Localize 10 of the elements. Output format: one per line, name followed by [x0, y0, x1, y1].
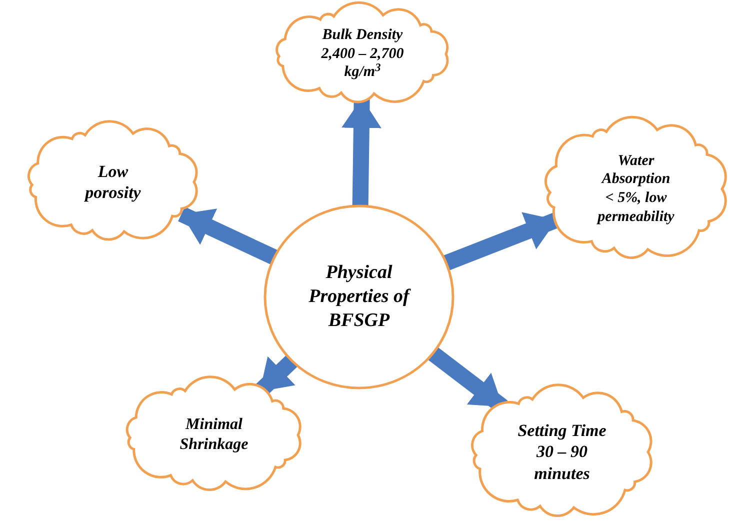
node-label: Setting Time 30 – 90 minutes — [516, 420, 608, 484]
node-label: Minimal Shrinkage — [178, 415, 250, 455]
block-arrow — [341, 98, 382, 206]
node-label: Bulk Density 2,400 – 2,700 kg/m$^{3}$ — [320, 26, 405, 82]
block-arrow — [178, 206, 278, 265]
node-label: Physical Properties of BFSGP — [308, 261, 412, 333]
node-label: Water Absorption < 5%, low permeability — [597, 152, 675, 226]
block-arrow — [443, 212, 560, 270]
ellipse-node — [263, 204, 455, 390]
node-label: Low porosity — [83, 160, 142, 204]
